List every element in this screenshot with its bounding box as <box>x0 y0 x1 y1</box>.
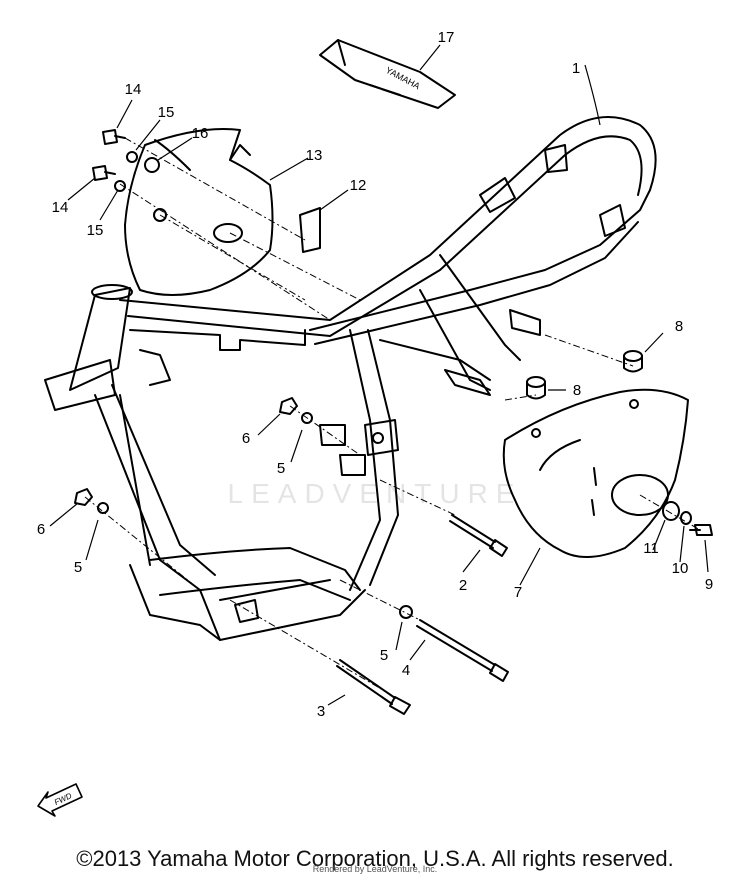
callout-6-lower: 6 <box>37 521 45 538</box>
washer-15-lower <box>114 180 126 192</box>
callout-15-upper: 15 <box>158 104 175 121</box>
callout-5-upper: 5 <box>277 460 285 477</box>
callout-8-upper: 8 <box>675 318 683 335</box>
callout-10: 10 <box>672 560 689 577</box>
bolt-2 <box>449 514 508 557</box>
copyright-text: ©2013 Yamaha Motor Corporation, U.S.A. A… <box>76 846 674 871</box>
tool-bag-lettering: YAMAHA <box>384 65 422 91</box>
left-side-cover <box>124 128 274 296</box>
callout-2: 2 <box>459 577 467 594</box>
washer-5-middle <box>399 605 413 619</box>
grommet-8b <box>526 376 546 400</box>
fwd-arrow-icon: FWD <box>37 783 83 817</box>
callout-7: 7 <box>514 584 522 601</box>
main-frame <box>44 116 657 641</box>
nut-6-lower <box>74 488 93 506</box>
callout-14-upper: 14 <box>125 81 142 98</box>
grommet-8a <box>623 350 643 373</box>
nut-6-upper <box>279 397 298 415</box>
callout-12: 12 <box>350 177 367 194</box>
screw-14-upper <box>102 129 126 145</box>
callout-4: 4 <box>402 662 410 679</box>
bolt-9 <box>689 524 713 536</box>
callout-13: 13 <box>306 147 323 164</box>
screw-14-lower <box>92 165 116 181</box>
callout-8-lower: 8 <box>573 382 581 399</box>
washer-16 <box>144 157 160 173</box>
bolt-3 <box>336 659 411 715</box>
bolt-4 <box>416 619 509 682</box>
callout-3: 3 <box>317 703 325 720</box>
side-emblem <box>299 207 321 253</box>
callout-14-lower: 14 <box>52 199 69 216</box>
callout-16: 16 <box>192 125 209 142</box>
watermark: LEADVENTURE <box>227 478 523 509</box>
washer-11 <box>662 501 680 521</box>
rendered-by-text: Rendered by LeadVenture, Inc. <box>312 864 438 874</box>
callout-11: 11 <box>643 540 659 557</box>
callout-5-lower: 5 <box>74 559 82 576</box>
washer-15-upper <box>126 151 138 163</box>
leader-lines <box>49 44 709 706</box>
callout-17: 17 <box>438 29 455 46</box>
right-side-cover <box>502 388 689 559</box>
tool-bag <box>319 39 456 109</box>
callout-15-lower: 15 <box>87 222 104 239</box>
callout-9: 9 <box>705 576 713 593</box>
callout-1: 1 <box>572 60 580 77</box>
washer-10 <box>680 511 692 525</box>
washer-5-upper <box>301 412 313 424</box>
callout-5-middle: 5 <box>380 647 388 664</box>
callout-6-upper: 6 <box>242 430 250 447</box>
